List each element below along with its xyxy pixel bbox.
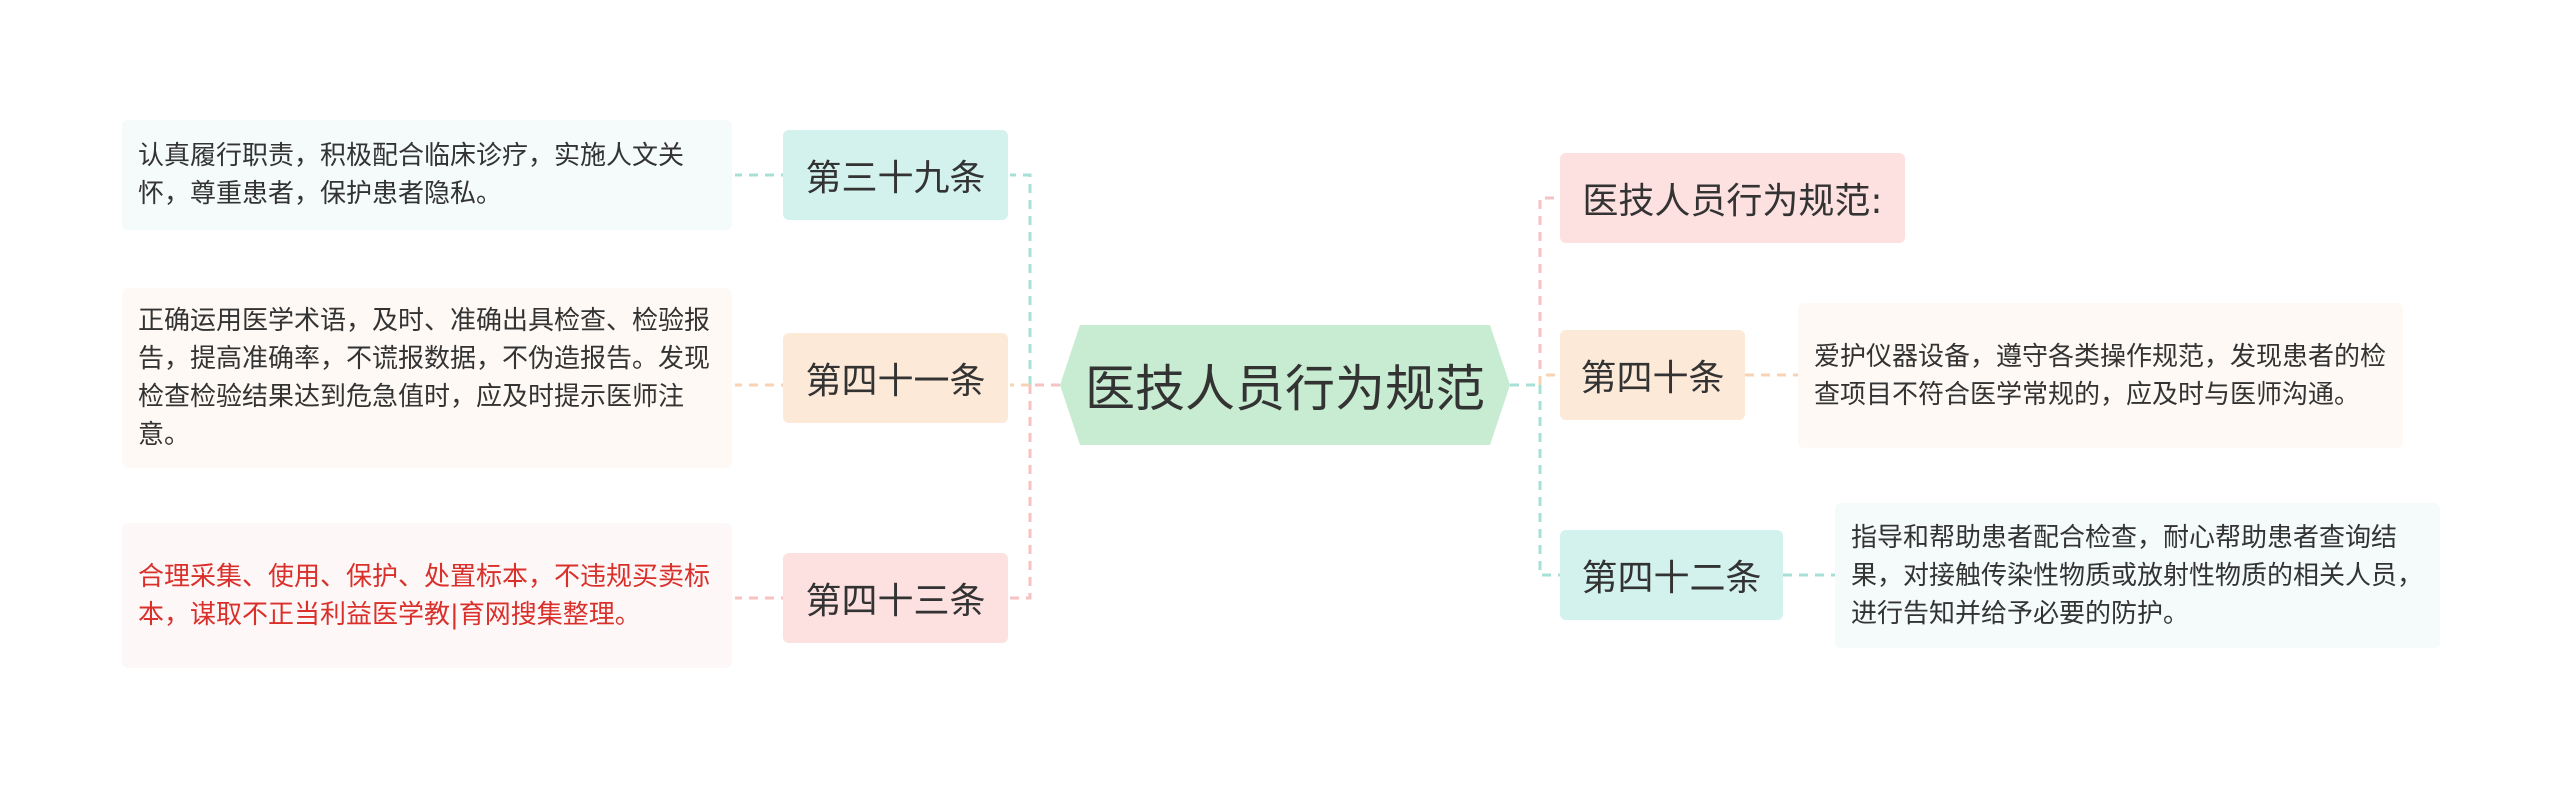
connector-right-spine-mid xyxy=(1538,373,1560,385)
branch-article-42[interactable]: 第四十二条 xyxy=(1560,530,1783,620)
connector-right-spine-bottom xyxy=(1538,385,1560,577)
leaf-article-39-text: 认真履行职责，积极配合临床诊疗，实施人文关怀，尊重患者，保护患者隐私。 xyxy=(138,141,685,209)
leaf-article-43[interactable]: 合理采集、使用、保护、处置标本，不违规买卖标本，谋取不正当利益医学教|育网搜集整… xyxy=(122,523,732,668)
central-topic-label: 医技人员行为规范 xyxy=(1085,360,1485,418)
branch-code-title-label: 医技人员行为规范: xyxy=(1582,181,1883,222)
branch-article-39-label: 第三十九条 xyxy=(805,158,986,199)
branch-article-41[interactable]: 第四十一条 xyxy=(783,333,1008,423)
connector-left-spine-top xyxy=(1010,173,1032,385)
branch-article-43[interactable]: 第四十三条 xyxy=(783,553,1008,643)
leaf-article-41[interactable]: 正确运用医学术语，及时、准确出具检查、检验报告，提高准确率，不谎报数据，不伪造报… xyxy=(122,288,732,468)
leaf-article-42-text: 指导和帮助患者配合检查，耐心帮助患者查询结果，对接触传染性物质或放射性物质的相关… xyxy=(1851,522,2424,629)
central-topic[interactable]: 医技人员行为规范 xyxy=(1060,325,1510,445)
leaf-article-41-text: 正确运用医学术语，及时、准确出具检查、检验报告，提高准确率，不谎报数据，不伪造报… xyxy=(138,306,711,450)
leaf-article-40[interactable]: 爱护仪器设备，遵守各类操作规范，发现患者的检查项目不符合医学常规的，应及时与医师… xyxy=(1798,303,2403,448)
branch-code-title[interactable]: 医技人员行为规范: xyxy=(1560,153,1905,243)
branch-article-41-label: 第四十一条 xyxy=(805,361,986,402)
branch-article-42-label: 第四十二条 xyxy=(1581,558,1762,599)
branch-article-40[interactable]: 第四十条 xyxy=(1560,330,1745,420)
leaf-article-39[interactable]: 认真履行职责，积极配合临床诊疗，实施人文关怀，尊重患者，保护患者隐私。 xyxy=(122,120,732,230)
branch-article-40-label: 第四十条 xyxy=(1580,358,1725,399)
connector-right-spine-top xyxy=(1538,196,1560,385)
leaf-article-40-text: 爱护仪器设备，遵守各类操作规范，发现患者的检查项目不符合医学常规的，应及时与医师… xyxy=(1814,341,2387,410)
connector-left-spine-bottom xyxy=(1010,385,1032,600)
branch-article-43-label: 第四十三条 xyxy=(805,581,986,622)
branch-article-39[interactable]: 第三十九条 xyxy=(783,130,1008,220)
leaf-article-43-text: 合理采集、使用、保护、处置标本，不违规买卖标本，谋取不正当利益医学教|育网搜集整… xyxy=(138,561,711,630)
leaf-article-42[interactable]: 指导和帮助患者配合检查，耐心帮助患者查询结果，对接触传染性物质或放射性物质的相关… xyxy=(1835,503,2440,648)
